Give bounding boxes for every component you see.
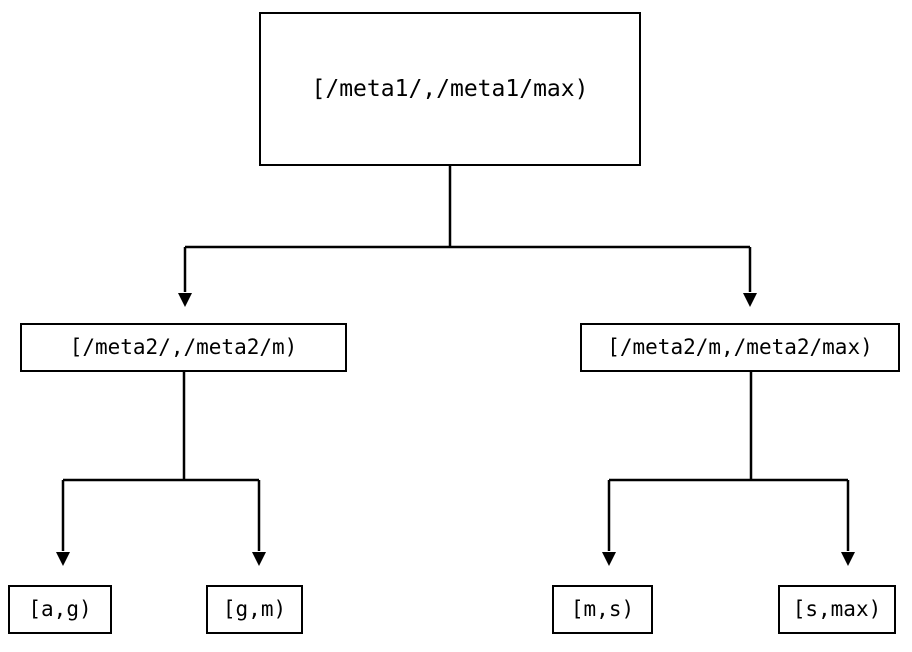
arrowhead-to-mid-right — [743, 293, 757, 307]
tree-node-leaf-s-max: [s,max) — [778, 585, 896, 634]
arrowhead-to-leaf-ms — [602, 552, 616, 566]
tree-node-leaf-a-g: [a,g) — [8, 585, 112, 634]
arrowhead-to-leaf-ag — [56, 552, 70, 566]
tree-node-leaf-a-g-label: [a,g) — [28, 597, 92, 621]
tree-node-leaf-m-s: [m,s) — [552, 585, 653, 634]
tree-node-leaf-g-m: [g,m) — [206, 585, 303, 634]
tree-node-root: [/meta1/,/meta1/max) — [259, 12, 641, 166]
edge-mid-left-to-leaves — [56, 372, 266, 566]
tree-node-mid-left: [/meta2/,/meta2/m) — [20, 323, 347, 372]
arrowhead-to-leaf-gm — [252, 552, 266, 566]
tree-node-root-label: [/meta1/,/meta1/max) — [311, 75, 589, 102]
tree-node-mid-right-label: [/meta2/m,/meta2/max) — [607, 335, 873, 359]
tree-node-leaf-m-s-label: [m,s) — [570, 597, 635, 621]
edge-mid-right-to-leaves — [602, 372, 855, 566]
arrowhead-to-mid-left — [178, 293, 192, 307]
edge-root-to-mid-level — [178, 166, 757, 307]
tree-node-mid-left-label: [/meta2/,/meta2/m) — [69, 335, 298, 359]
tree-node-leaf-s-max-label: [s,max) — [792, 597, 882, 621]
tree-node-mid-right: [/meta2/m,/meta2/max) — [580, 323, 900, 372]
tree-node-leaf-g-m-label: [g,m) — [222, 597, 287, 621]
arrowhead-to-leaf-smax — [841, 552, 855, 566]
